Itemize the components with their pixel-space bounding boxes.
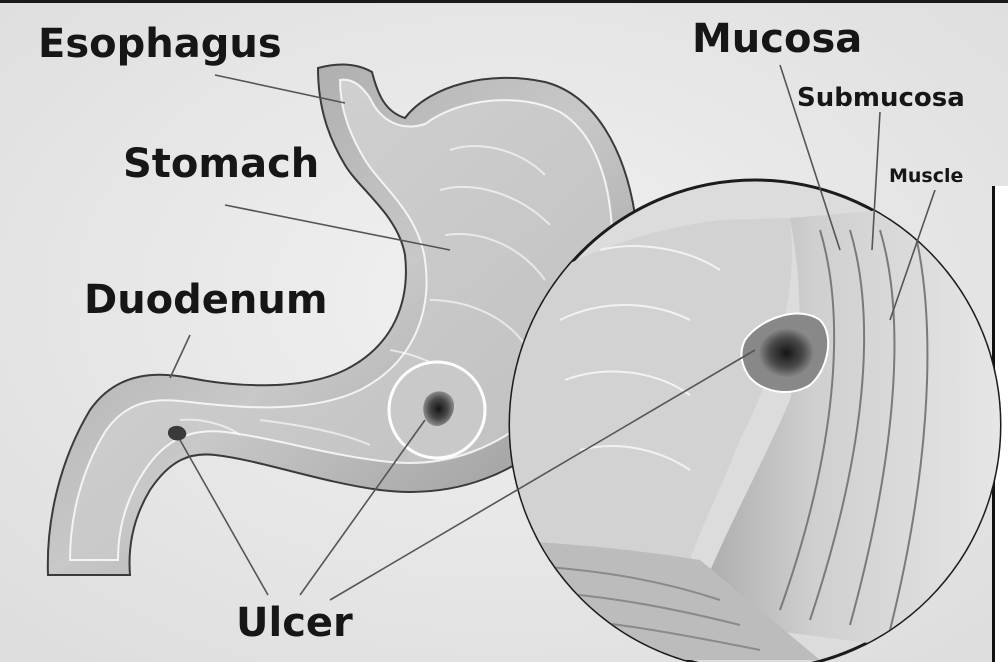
label-muscle: Muscle [889, 165, 963, 187]
label-ulcer: Ulcer [236, 600, 353, 646]
label-submucosa: Submucosa [797, 83, 965, 113]
label-esophagus: Esophagus [38, 21, 282, 67]
top-border [0, 0, 1008, 3]
label-duodenum: Duodenum [84, 277, 328, 323]
label-mucosa: Mucosa [692, 16, 862, 62]
zoom-view [510, 180, 1000, 662]
label-stomach: Stomach [123, 141, 319, 187]
